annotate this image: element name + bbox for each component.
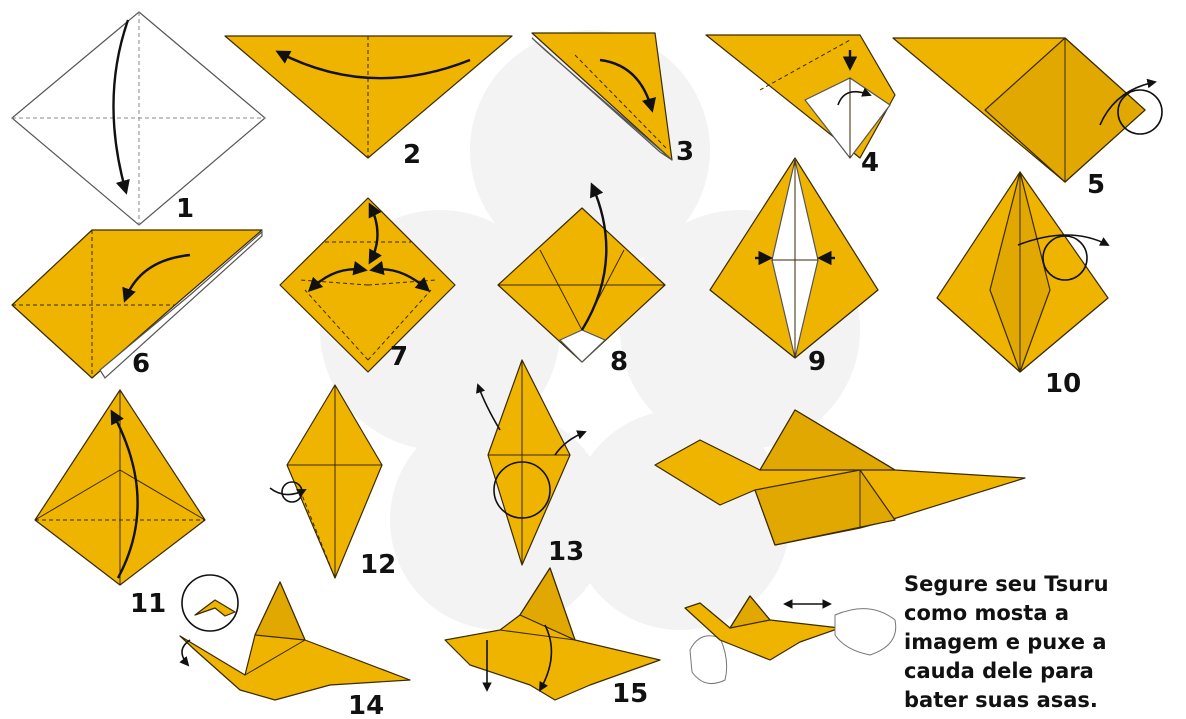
step-2-figure bbox=[225, 36, 512, 158]
step-number-10: 10 bbox=[1045, 369, 1081, 399]
step-number-11: 11 bbox=[130, 589, 166, 619]
step-14-figure bbox=[180, 575, 410, 700]
step-number-6: 6 bbox=[132, 349, 150, 379]
step-number-5: 5 bbox=[1087, 170, 1105, 200]
step-number-7: 7 bbox=[390, 342, 408, 372]
step-number-12: 12 bbox=[360, 550, 396, 580]
step-1-figure bbox=[12, 12, 265, 225]
step-5-figure bbox=[893, 38, 1162, 182]
step-number-8: 8 bbox=[610, 347, 628, 377]
step-number-3: 3 bbox=[676, 137, 694, 167]
step-4-figure bbox=[706, 35, 895, 158]
step-number-14: 14 bbox=[348, 691, 384, 719]
step-number-15: 15 bbox=[612, 679, 648, 709]
step-number-2: 2 bbox=[403, 140, 421, 170]
step-number-9: 9 bbox=[808, 347, 826, 377]
step-number-1: 1 bbox=[176, 194, 194, 224]
instruction-caption: Segure seu Tsuru como mosta a imagem e p… bbox=[904, 570, 1184, 715]
step-number-4: 4 bbox=[861, 148, 879, 178]
step-10-figure bbox=[937, 172, 1108, 372]
step-11-figure bbox=[35, 390, 205, 585]
step-number-13: 13 bbox=[548, 537, 584, 567]
